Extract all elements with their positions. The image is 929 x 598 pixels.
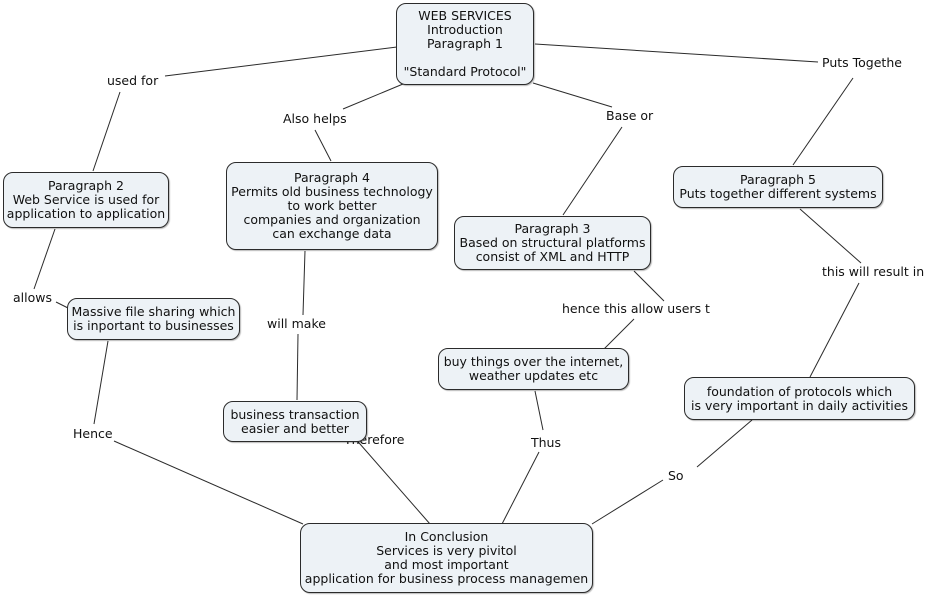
edge-p2-to-massive <box>33 228 56 290</box>
edge-label-puts-together[interactable]: Puts Togethe <box>822 55 902 70</box>
node-web-services-intro[interactable]: WEB SERVICES Introduction Paragraph 1 "S… <box>396 3 534 85</box>
edge-massive-to-conclusion <box>93 340 109 425</box>
edge-main-to-p5 <box>534 43 819 63</box>
edge-business-to-conclusion <box>345 427 431 525</box>
edge-label-also-helps[interactable]: Also helps <box>283 111 347 126</box>
edge-label-base-or[interactable]: Base or <box>606 108 654 123</box>
edge-p4-to-business <box>302 250 306 316</box>
edge-main-to-p4 <box>342 83 404 110</box>
node-paragraph-4[interactable]: Paragraph 4 Permits old business technol… <box>226 162 438 250</box>
node-foundation-of-protocols[interactable]: foundation of protocols which is very im… <box>684 377 915 420</box>
edge-p5-to-foundation <box>809 282 860 378</box>
edge-label-this-will-result-in[interactable]: this will result in <box>822 264 925 279</box>
edge-p5-to-foundation <box>799 208 862 264</box>
edge-p2-to-massive <box>55 301 69 309</box>
node-buy-things-internet[interactable]: buy things over the internet, weather up… <box>438 348 629 390</box>
edge-label-thus[interactable]: Thus <box>531 435 561 450</box>
edge-massive-to-conclusion <box>113 440 304 525</box>
node-massive-file-sharing[interactable]: Massive file sharing which is inportant … <box>67 298 240 340</box>
edge-label-hence[interactable]: Hence <box>73 426 113 441</box>
edge-p3-to-buy <box>633 270 665 302</box>
edge-main-to-p3 <box>532 82 613 108</box>
edge-p4-to-business <box>296 333 299 401</box>
edge-main-to-p4 <box>314 129 332 162</box>
edge-label-will-make[interactable]: will make <box>267 316 326 331</box>
edge-label-hence-this-allow[interactable]: hence this allow users t <box>562 301 710 316</box>
node-paragraph-2[interactable]: Paragraph 2 Web Service is used for appl… <box>3 172 169 228</box>
edge-foundation-to-conclusion <box>696 419 753 468</box>
edge-foundation-to-conclusion <box>591 479 664 525</box>
edge-main-to-p3 <box>562 126 623 216</box>
edge-buy-to-conclusion <box>501 451 540 525</box>
node-in-conclusion[interactable]: In Conclusion Services is very pivitol a… <box>300 523 593 593</box>
edge-p3-to-buy <box>603 318 635 350</box>
edge-label-allows[interactable]: allows <box>13 290 52 305</box>
edge-main-to-p2 <box>92 91 121 172</box>
edge-label-used-for[interactable]: used for <box>107 73 159 88</box>
edge-main-to-p5 <box>792 77 854 166</box>
node-paragraph-3[interactable]: Paragraph 3 Based on structural platform… <box>454 216 651 270</box>
edge-buy-to-conclusion <box>534 390 544 431</box>
edge-label-so[interactable]: So <box>668 468 684 483</box>
node-business-transaction[interactable]: business transaction easier and better <box>223 401 367 442</box>
edge-main-to-p2 <box>164 46 398 77</box>
node-paragraph-5[interactable]: Paragraph 5 Puts together different syst… <box>673 166 883 208</box>
